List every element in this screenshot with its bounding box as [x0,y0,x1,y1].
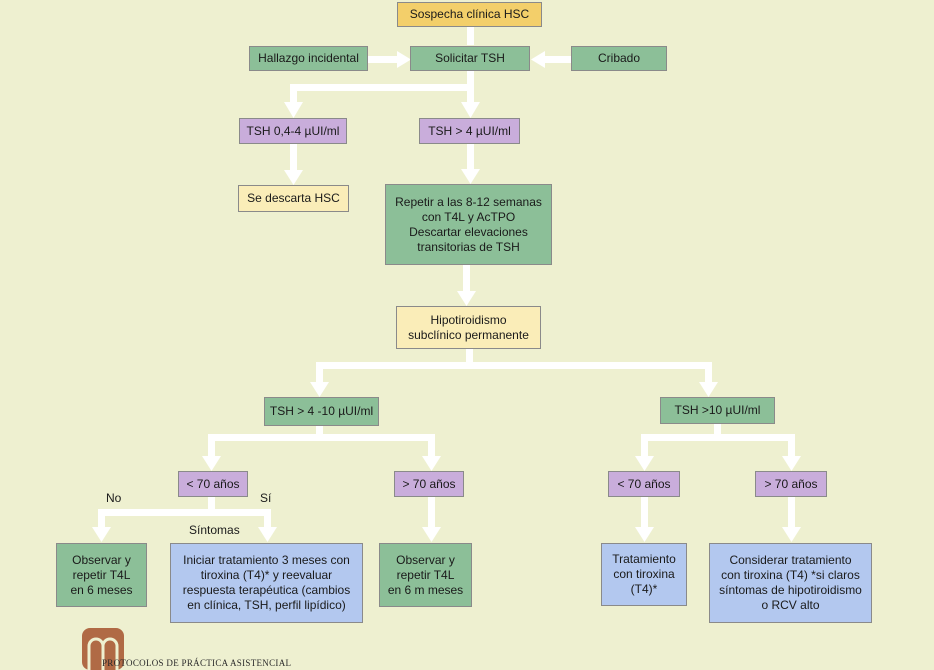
arrow-observar6m [428,497,435,529]
node-tratamiento: Tratamiento con tiroxina (T4)* [601,543,687,606]
arrowhead-tsh4 [461,102,480,118]
arrow-split5-left [98,509,105,529]
arrow-split1-v [467,71,474,91]
label-sintomas: Síntomas [189,523,240,537]
node-repetir: Repetir a las 8-12 semanas con T4L y AcT… [385,184,552,265]
arrowhead-observar6m [422,527,441,542]
arrow-split5-v [208,497,215,516]
arrow-hallazgo [367,56,399,63]
arrow-repetir [467,144,474,171]
arrowhead-tratamiento [635,527,654,542]
footer-text: PROTOCOLOS DE PRÁCTICA ASISTENCIAL [102,658,292,668]
node-solicitar: Solicitar TSH [410,46,530,71]
arrowhead-tsh4-10 [310,382,329,397]
arrowhead-cribado [531,51,545,68]
node-sospecha: Sospecha clínica HSC [397,2,542,27]
arrow-split5-right [264,509,271,529]
arrowhead-hallazgo [397,51,411,68]
arrow-split3-v [316,426,323,441]
arrow-split3-h [208,434,435,441]
arrowhead-tsh10 [699,382,718,397]
node-hipotiroidismo: Hipotiroidismo subclínico permanente [396,306,541,349]
arrow-split3-left [208,434,215,458]
node-hallazgo: Hallazgo incidental [249,46,368,71]
arrow-split4-v [714,424,721,441]
arrow-considerar [788,497,795,529]
arrowhead-iniciar [258,527,277,542]
arrow-tratamiento [641,497,648,529]
node-cribado: Cribado [571,46,667,71]
arrowhead-menor70a [202,456,221,471]
arrow-split4-h [641,434,795,441]
arrow-split4-right [788,434,795,458]
node-considerar: Considerar tratamiento con tiroxina (T4)… [709,543,872,623]
arrowhead-menor70b [635,456,654,471]
node-observar-6: Observar y repetir T4L en 6 meses [56,543,147,607]
node-tsh-10: TSH >10 µUI/ml [660,397,775,424]
arrowhead-considerar [782,527,801,542]
arrowhead-observar6 [92,527,111,542]
arrow-split4-left [641,434,648,458]
node-tsh-mayor4: TSH > 4 µUI/ml [419,118,520,144]
arrow-cribado [543,56,571,63]
node-observar-6m: Observar y repetir T4L en 6 m meses [379,543,472,607]
node-tsh-normal: TSH 0,4-4 µUI/ml [239,118,347,144]
arrow-trunk-top [467,27,474,45]
node-menor70-a: < 70 años [178,471,248,497]
arrowhead-repetir [461,169,480,184]
publisher-logo [82,628,124,670]
node-mayor70-a: > 70 años [394,471,464,497]
label-no: No [106,491,122,505]
arrow-split1-left [290,84,297,104]
arrow-split1-right [467,84,474,104]
arrowhead-hipo [457,291,476,306]
arrow-split5-h [98,509,271,516]
arrow-split2-h [316,362,712,369]
arrowhead-mayor70a [422,456,441,471]
arrow-split2-v [466,349,473,369]
arrowhead-tsh-normal [284,102,303,118]
label-si: Sí [260,491,272,505]
arrow-split3-right [428,434,435,458]
arrow-split2-right [705,362,712,384]
arrow-split1-h [290,84,474,91]
arrowhead-descarta [284,170,303,185]
node-iniciar: Iniciar tratamiento 3 meses con tiroxina… [170,543,363,623]
arrowhead-mayor70b [782,456,801,471]
node-mayor70-b: > 70 años [755,471,827,497]
arrow-split2-left [316,362,323,384]
node-tsh-4-10: TSH > 4 -10 µUI/ml [264,397,379,426]
arrow-descarta [290,144,297,172]
node-descarta: Se descarta HSC [238,185,349,212]
node-menor70-b: < 70 años [608,471,680,497]
arrow-hipo [463,265,470,293]
